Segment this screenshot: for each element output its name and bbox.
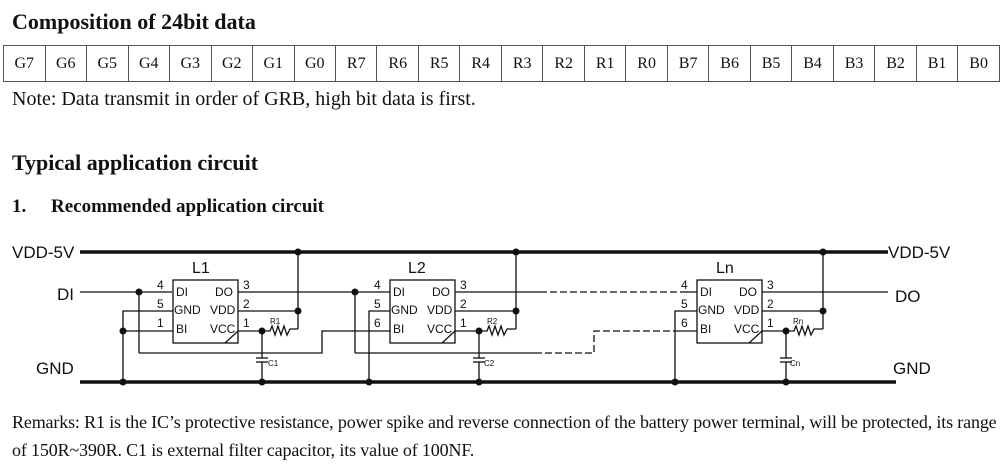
pin-num-3: 3	[460, 278, 467, 292]
bit-cell: R7	[334, 45, 378, 82]
pin-label-gnd: GND	[174, 303, 201, 317]
subsection-label: Recommended application circuit	[51, 196, 325, 217]
l1-junctions	[119, 248, 302, 386]
pin-num-1: 1	[460, 316, 467, 330]
pin-num-1: 1	[767, 316, 774, 330]
bit-cell: G3	[169, 45, 212, 82]
bit-cell: G0	[293, 45, 336, 82]
bit-cell: G4	[127, 45, 170, 82]
bit-cell: R1	[583, 45, 627, 82]
capacitor-label: Cn	[790, 359, 800, 368]
resistor-label: Rn	[793, 317, 803, 326]
pin-label-vdd: VDD	[734, 303, 760, 317]
bit-cell: B3	[832, 45, 876, 82]
pin-num-2: 2	[767, 297, 774, 311]
chip-l2: L2 DI GND BI DO VDD VCC 4 5 6 3 2 1 R2 C…	[374, 260, 498, 368]
pin-label-bi: BI	[176, 322, 187, 336]
bit-cell: R3	[500, 45, 544, 82]
resistor-label: R1	[270, 317, 281, 326]
chip-corner-mark	[748, 330, 763, 344]
section-title-application: Typical application circuit	[12, 150, 259, 175]
pin-label-di: DI	[700, 285, 712, 299]
remarks-paragraph: Remarks: R1 is the IC’s protective resis…	[12, 412, 997, 460]
pin-label-vdd: VDD	[427, 303, 453, 317]
pin-label-bi: BI	[393, 322, 404, 336]
bit-cell: R4	[459, 45, 502, 82]
pin-label-vcc: VCC	[210, 322, 236, 336]
vdd-right-label: VDD-5V	[888, 243, 951, 262]
application-circuit-diagram: VDD-5V VDD-5V DI DO GND GND L1 DI GND BI…	[12, 243, 951, 386]
bit-cell: R5	[417, 45, 461, 82]
pin-num-2: 2	[243, 297, 250, 311]
bit-cell: R0	[625, 45, 668, 82]
continuation-dashed-lines	[535, 291, 680, 354]
pin-num-5: 5	[157, 297, 164, 311]
pin-label-gnd: GND	[391, 303, 418, 317]
l2-wiring	[345, 252, 540, 382]
pin-num-3: 3	[767, 278, 774, 292]
gnd-left-label: GND	[36, 359, 74, 378]
pin-label-di: DI	[176, 285, 188, 299]
pin-num-6: 1	[157, 316, 164, 330]
bit-cell: B6	[708, 45, 751, 82]
bit-cell: B7	[666, 45, 710, 82]
bit-cell: R2	[542, 45, 585, 82]
bit-cell: G2	[210, 45, 253, 82]
bit-cell: G7	[3, 45, 46, 82]
bit-cell: G1	[252, 45, 295, 82]
pin-label-di: DI	[393, 285, 405, 299]
pin-num-5: 5	[374, 297, 381, 311]
bit-cell: B1	[915, 45, 959, 82]
bit-cell: B0	[957, 45, 1000, 82]
l2-junctions	[351, 248, 520, 386]
chip-corner-mark	[441, 330, 456, 344]
pin-num-4: 4	[374, 278, 381, 292]
transmit-order-note: Note: Data transmit in order of GRB, hig…	[12, 88, 476, 110]
bit-cell: B5	[749, 45, 793, 82]
vdd-left-label: VDD-5V	[12, 243, 75, 262]
l1-wiring	[122, 252, 355, 382]
section-title-composition: Composition of 24bit data	[12, 9, 256, 34]
ln-wiring	[674, 252, 888, 382]
pin-num-4: 4	[157, 278, 164, 292]
pin-num-6: 6	[681, 316, 688, 330]
chip-name: L2	[408, 260, 426, 277]
pin-label-vcc: VCC	[734, 322, 760, 336]
do-label: DO	[895, 287, 921, 306]
pin-label-do: DO	[739, 285, 757, 299]
bit-cell: G5	[86, 45, 129, 82]
chip-ln: Ln DI GND BI DO VDD VCC 4 5 6 3 2 1 Rn C…	[681, 260, 803, 368]
subsection-title: 1. Recommended application circuit	[12, 196, 324, 218]
pin-label-do: DO	[432, 285, 450, 299]
pin-label-vcc: VCC	[427, 322, 453, 336]
gnd-right-label: GND	[893, 359, 931, 378]
chip-corner-mark	[224, 330, 239, 344]
pin-num-6: 6	[374, 316, 381, 330]
capacitor-label: C2	[484, 359, 495, 368]
pin-num-2: 2	[460, 297, 467, 311]
pin-num-1: 1	[243, 316, 250, 330]
chip-name: Ln	[716, 260, 734, 277]
pin-num-4: 4	[681, 278, 688, 292]
bit-cell: R6	[376, 45, 419, 82]
pin-label-do: DO	[215, 285, 233, 299]
pin-label-bi: BI	[700, 322, 711, 336]
di-label: DI	[57, 285, 74, 304]
chip-l1: L1 DI GND BI DO VDD VCC 4 5 1 3 2 1 R1 C…	[157, 260, 281, 368]
subsection-number: 1.	[12, 196, 27, 217]
resistor-label: R2	[487, 317, 498, 326]
bit-cell: B2	[874, 45, 917, 82]
bit-cell: B4	[791, 45, 834, 82]
pin-label-vdd: VDD	[210, 303, 236, 317]
pin-num-3: 3	[243, 278, 250, 292]
pin-label-gnd: GND	[698, 303, 725, 317]
capacitor-label: C1	[268, 359, 279, 368]
pin-num-5: 5	[681, 297, 688, 311]
ln-junctions	[671, 248, 827, 386]
chip-name: L1	[192, 260, 210, 277]
bit-cell: G6	[44, 45, 87, 82]
